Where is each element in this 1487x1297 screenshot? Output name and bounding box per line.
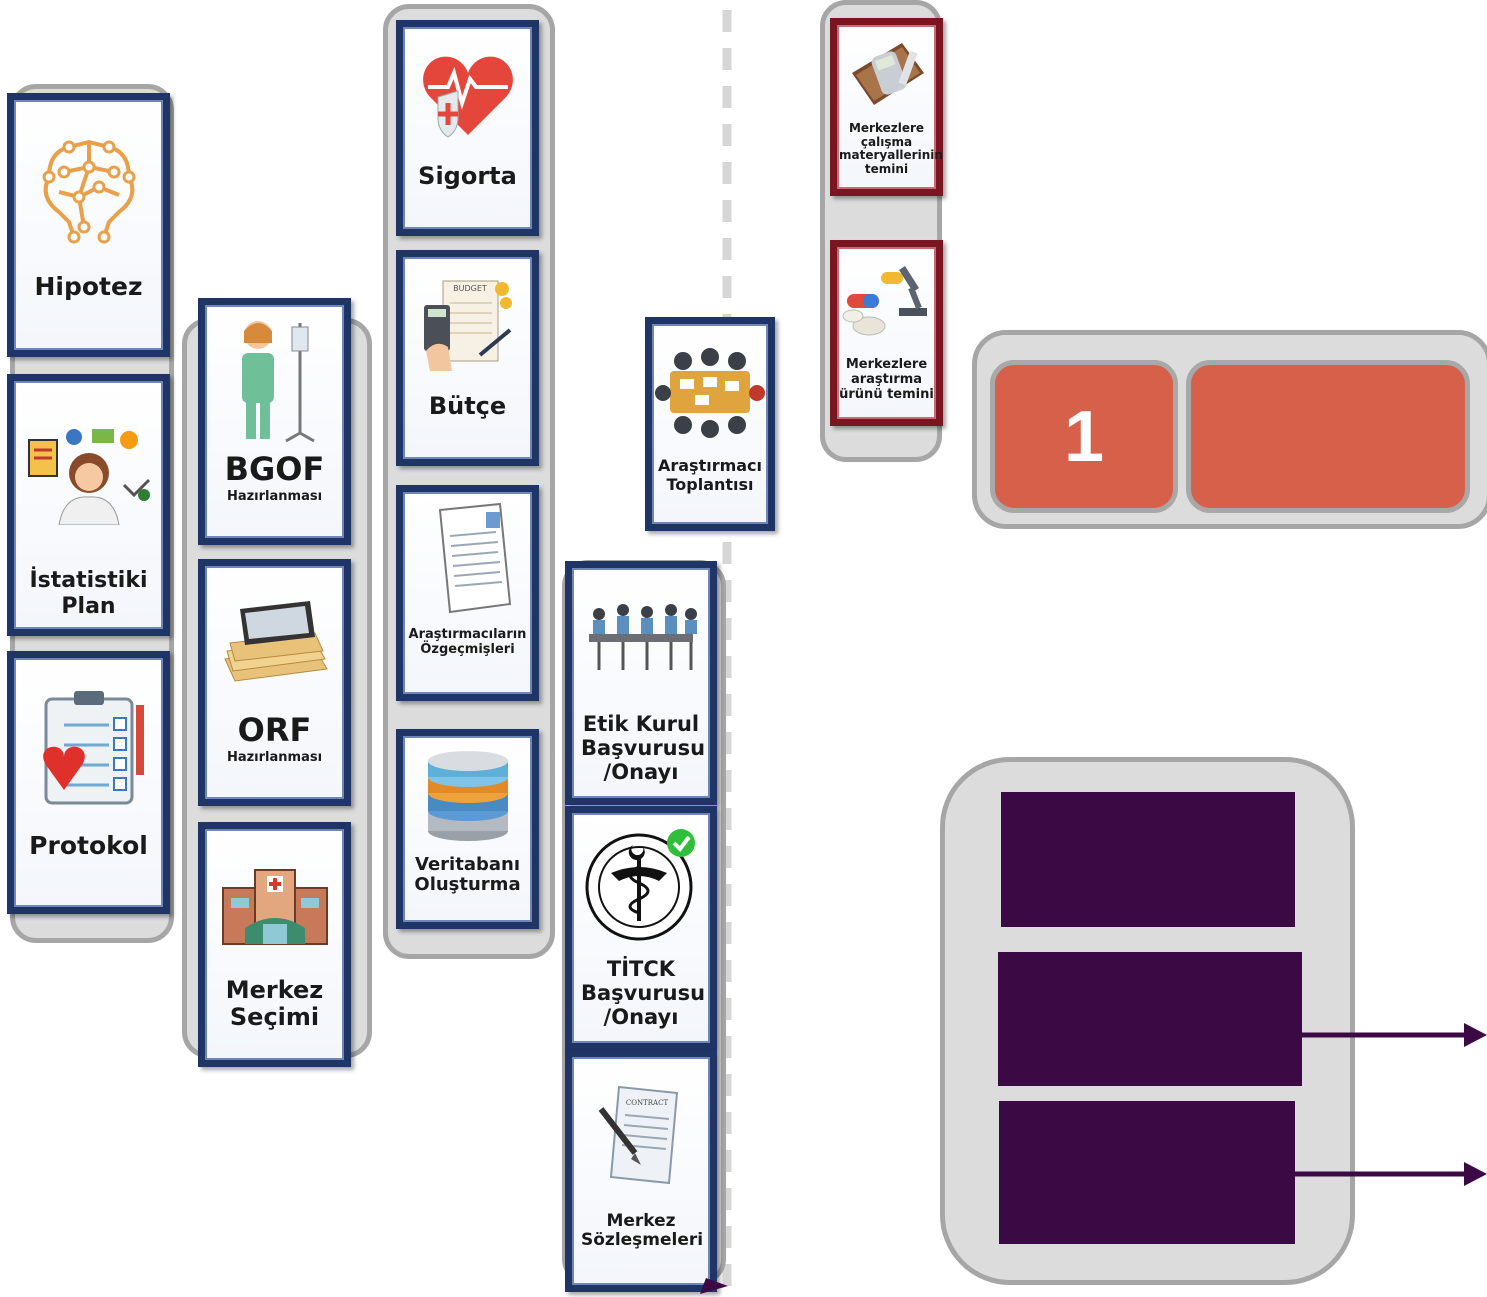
arrow-right-1	[1300, 1023, 1487, 1047]
card-protokol[interactable]: Protokol	[7, 651, 170, 914]
glucometer-book-icon	[837, 25, 936, 122]
arrow-right-2	[1293, 1162, 1487, 1186]
card-label: Sigorta	[418, 162, 517, 191]
card-merkez-secimi[interactable]: Merkez Seçimi	[198, 822, 351, 1067]
card-label: İstatistiki Plan	[29, 568, 148, 619]
nurse-iv-icon	[205, 305, 344, 451]
card-bgof[interactable]: BGOF Hazırlanması	[198, 298, 351, 545]
card-label: Hipotez	[34, 272, 143, 302]
phase-title-box	[1186, 360, 1470, 513]
committee-meeting-icon	[572, 568, 710, 712]
purple-box-3	[999, 1101, 1295, 1244]
card-label: Merkez Sözleşmeleri	[581, 1210, 704, 1251]
card-veritabani[interactable]: Veritabanı Oluşturma	[396, 729, 539, 929]
statistician-icon	[14, 381, 163, 568]
card-arastirma-urunu[interactable]: Merkezlere araştırma ürünü temini	[830, 240, 943, 426]
budget-calculator-icon: BUDGET	[403, 257, 532, 393]
card-calisma-materyalleri[interactable]: Merkezlere çalışma materyallerinin temin…	[830, 18, 943, 196]
small-arrow-icon	[700, 1278, 728, 1294]
purple-box-2	[998, 952, 1302, 1086]
card-butce[interactable]: BUDGET Bütçe	[396, 250, 539, 466]
card-label: Merkezlere araştırma ürünü temini	[839, 357, 934, 403]
card-label: BGOF	[224, 449, 325, 488]
dashed-divider-line	[722, 10, 732, 1290]
purple-box-1	[1001, 792, 1295, 927]
tablet-papers-icon	[205, 566, 344, 712]
contract-document-icon: CONTRACT	[572, 1057, 710, 1212]
card-label: Araştırmacı Toplantısı	[657, 456, 763, 494]
budget-form-label: BUDGET	[453, 284, 487, 293]
card-label: Veritabanı Oluşturma	[414, 853, 521, 896]
ministry-of-health-emblem-icon	[572, 813, 710, 957]
clipboard-checklist-icon	[14, 658, 163, 832]
card-sublabel: Hazırlanması	[226, 749, 323, 765]
card-label: Araştırmacıların Özgeçmişleri	[408, 627, 527, 658]
contract-doc-label: CONTRACT	[626, 1099, 669, 1107]
brain-network-icon	[14, 100, 163, 273]
card-istatistiki-plan[interactable]: İstatistiki Plan	[7, 374, 170, 636]
card-label: Merkez Seçimi	[225, 975, 324, 1032]
card-label: Etik Kurul Başvurusu /Onayı	[581, 711, 706, 784]
card-label: Protokol	[29, 831, 148, 861]
card-hipotez[interactable]: Hipotez	[7, 93, 170, 357]
card-orf[interactable]: ORF Hazırlanması	[198, 559, 351, 806]
card-label: TİTCK Başvurusu /Onayı	[581, 956, 706, 1029]
database-icon	[403, 736, 532, 855]
card-label: Merkezlere çalışma materyallerinin temin…	[839, 120, 943, 177]
card-sigorta[interactable]: Sigorta	[396, 20, 539, 236]
phase-number-box: 1	[990, 360, 1178, 513]
card-titck[interactable]: TİTCK Başvurusu /Onayı	[565, 806, 717, 1050]
heart-shield-icon	[403, 27, 532, 163]
card-merkez-sozlesmeleri[interactable]: CONTRACT Merkez Sözleşmeleri	[565, 1050, 717, 1292]
card-label: ORF	[237, 710, 312, 749]
meeting-table-icon	[652, 324, 768, 457]
card-arastirmaci-toplantisi[interactable]: Araştırmacı Toplantısı	[645, 317, 775, 531]
card-sublabel: Hazırlanması	[226, 488, 323, 504]
hospital-building-icon	[205, 829, 344, 977]
card-ozgecmisler[interactable]: Araştırmacıların Özgeçmişleri	[396, 485, 539, 701]
pills-microscope-icon	[837, 247, 936, 358]
card-etik-kurul[interactable]: Etik Kurul Başvurusu /Onayı	[565, 561, 717, 805]
resume-document-icon	[403, 492, 532, 628]
card-label: Bütçe	[428, 392, 507, 421]
phase-number: 1	[1063, 396, 1105, 477]
